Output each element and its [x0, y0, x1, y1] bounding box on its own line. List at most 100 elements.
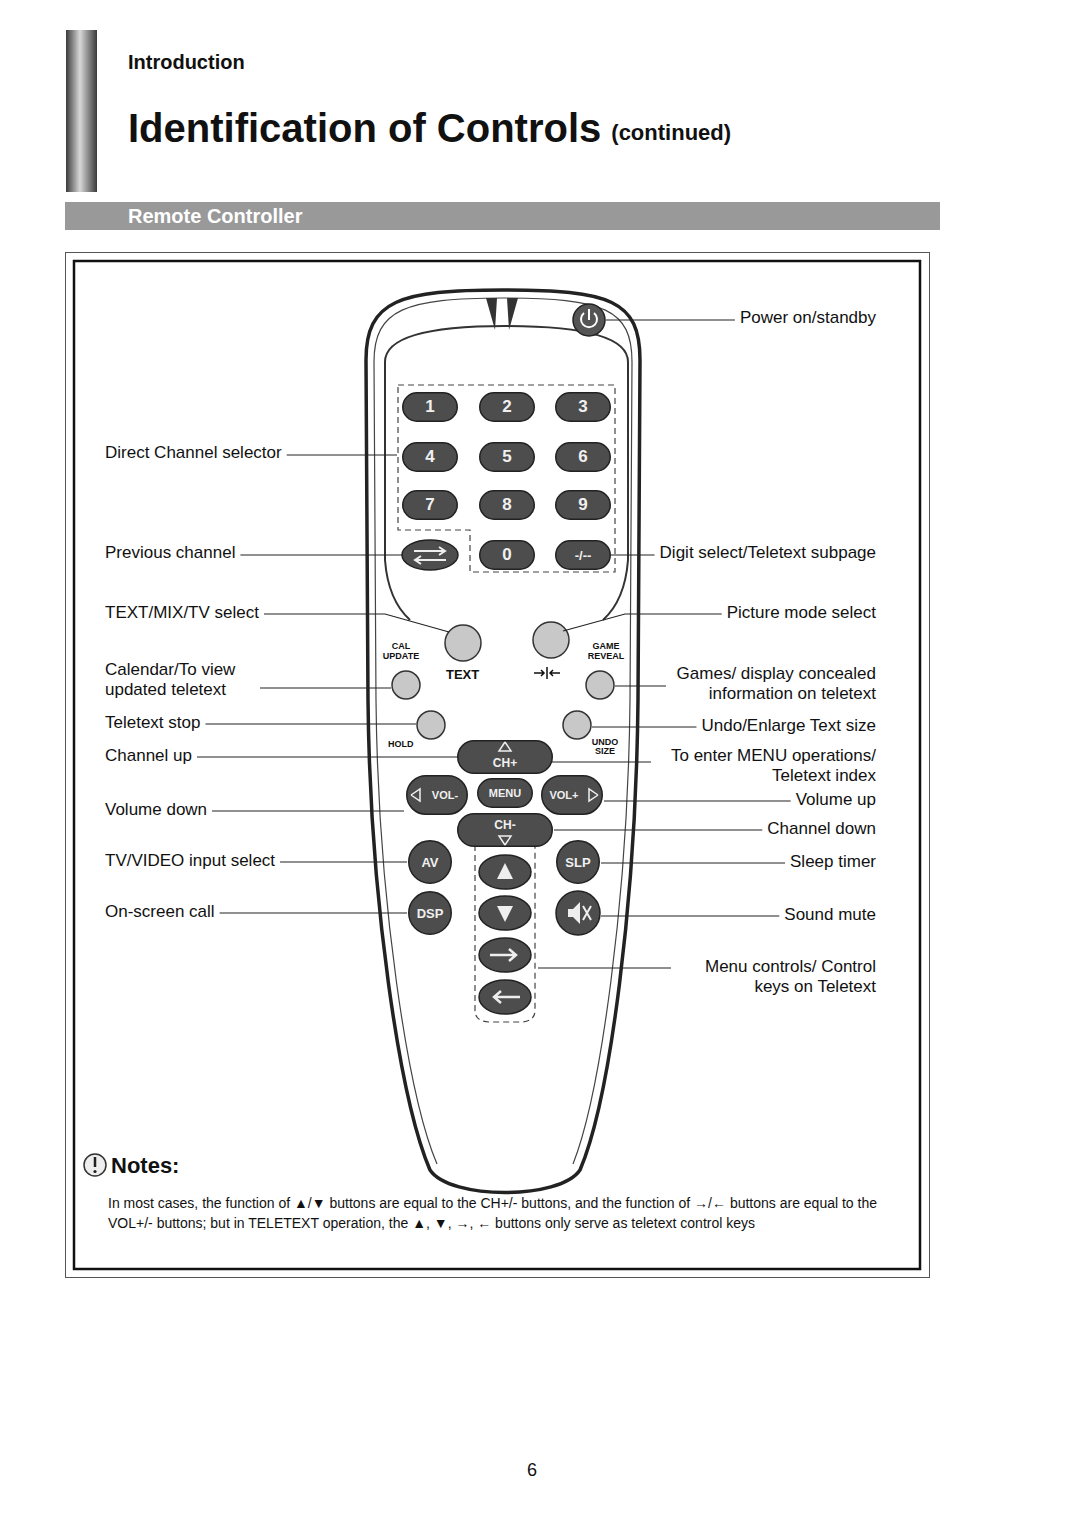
left-icon	[494, 991, 520, 1003]
remote-button: CH-	[457, 813, 553, 847]
callout-label: Digit select/Teletext subpage	[660, 543, 876, 563]
outer-frame	[66, 253, 930, 1278]
button-label: TEXT	[446, 667, 479, 683]
button-fill	[478, 779, 533, 808]
callout-label: Calendar/To view updated teletext	[105, 660, 255, 699]
note-text: In most cases, the function of ▲/▼ butto…	[108, 1193, 923, 1234]
button-fill	[458, 814, 553, 847]
button-fill	[556, 491, 611, 520]
leader-line	[240, 554, 403, 555]
remote-button: SLP	[556, 840, 600, 884]
button-text: 6	[578, 447, 587, 467]
button-fill	[556, 541, 611, 570]
button-text: MENU	[489, 787, 521, 799]
button-text: 4	[425, 447, 434, 467]
callout-label: Direct Channel selector	[105, 443, 282, 463]
callout-label: Volume up	[796, 790, 876, 810]
button-fill	[557, 841, 600, 884]
remote-button: -/--	[555, 540, 611, 570]
button-fill	[403, 393, 458, 422]
section-band: Remote Controller	[65, 202, 940, 230]
callout-label: Picture mode select	[727, 603, 876, 623]
leader-line	[611, 554, 655, 555]
remote-button: 8	[479, 490, 535, 520]
leader-line	[601, 862, 785, 863]
leader-line	[592, 726, 696, 727]
picture-mode-button	[533, 622, 569, 658]
remote-button: VOL+	[541, 775, 603, 815]
remote-body	[366, 290, 640, 1193]
leader-line	[554, 829, 762, 830]
mute-button	[556, 891, 600, 935]
leader-line	[205, 723, 416, 724]
callout-label: To enter MENU operations/ Teletext index	[656, 746, 876, 785]
callout-label: Channel down	[767, 819, 876, 839]
leader-line	[550, 761, 651, 762]
button-fill	[480, 491, 535, 520]
button-text: CH-	[494, 818, 515, 832]
leader-line	[604, 800, 791, 801]
down-icon	[497, 906, 513, 922]
leader-line	[280, 861, 407, 862]
button-fill	[480, 393, 535, 422]
remote-button: 1	[402, 392, 458, 422]
remote-button: 9	[555, 490, 611, 520]
callout-label: Sound mute	[784, 905, 876, 925]
text-button	[445, 625, 481, 661]
button-fill	[409, 892, 452, 935]
button-text: 7	[425, 495, 434, 515]
notes-icon	[84, 1154, 106, 1176]
button-text: 2	[502, 397, 511, 417]
arrow-buttons	[479, 855, 531, 1014]
direction-triangle	[589, 789, 598, 801]
callout-label: Channel up	[105, 746, 192, 766]
button-label: GAME REVEAL	[584, 641, 628, 662]
notes-icon-mark	[94, 1157, 97, 1167]
remote-button: 0	[479, 540, 535, 570]
leader-line	[563, 614, 722, 631]
button-fill	[458, 741, 553, 774]
leader-line	[601, 915, 779, 916]
notes-heading: Notes:	[111, 1153, 179, 1179]
remote-button: VOL-	[406, 775, 468, 815]
inner-frame	[74, 261, 920, 1269]
direction-triangle	[499, 742, 511, 751]
up-button	[479, 855, 531, 889]
cal-button	[392, 671, 420, 699]
button-text: AV	[421, 855, 438, 870]
button-fill	[407, 776, 468, 815]
previous-channel-button	[402, 540, 458, 570]
callout-label: TEXT/MIX/TV select	[105, 603, 259, 623]
remote-button: 2	[479, 392, 535, 422]
button-text: 1	[425, 397, 434, 417]
callout-label: Teletext stop	[105, 713, 200, 733]
button-fill	[480, 443, 535, 472]
remote-button: 7	[402, 490, 458, 520]
section-name: Introduction	[128, 50, 245, 74]
direction-triangle	[411, 789, 420, 801]
direction-triangle	[499, 836, 511, 845]
right-icon	[490, 949, 516, 961]
callout-label: Menu controls/ Control keys on Teletext	[676, 957, 876, 998]
button-text: 0	[502, 545, 511, 565]
button-text: 9	[578, 495, 587, 515]
power-button	[573, 304, 605, 336]
leader-line	[212, 810, 404, 811]
button-text: CH+	[493, 756, 517, 770]
game-button	[586, 671, 614, 699]
button-fill	[556, 393, 611, 422]
title-suffix: (continued)	[611, 120, 731, 146]
button-text: 3	[578, 397, 587, 417]
button-text: VOL+	[549, 789, 578, 801]
button-text: 5	[502, 447, 511, 467]
left-button	[479, 980, 531, 1014]
leader-line	[197, 756, 458, 757]
remote-button: 4	[402, 442, 458, 472]
remote-body-inner	[374, 298, 632, 1164]
up-icon	[497, 863, 513, 879]
previous-channel-icon	[414, 547, 446, 564]
button-fill	[480, 541, 535, 570]
mix-symbol	[534, 667, 560, 679]
callout-label: Power on/standby	[740, 308, 876, 328]
